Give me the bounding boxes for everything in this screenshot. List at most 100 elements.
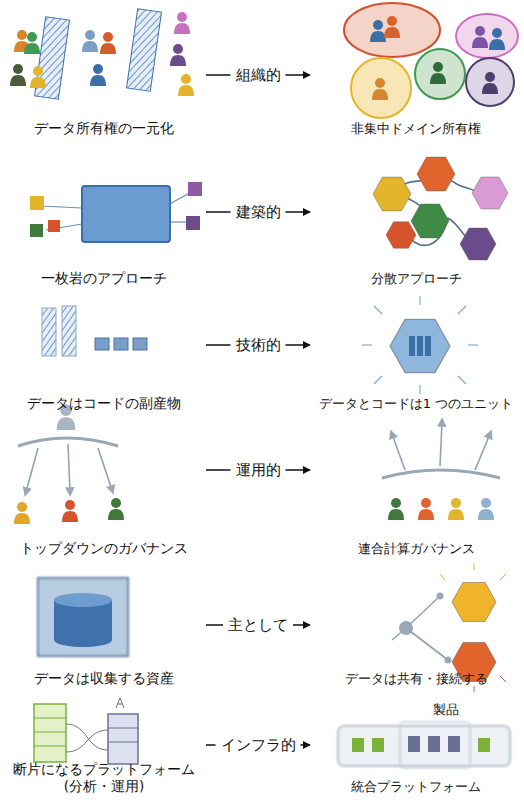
art-stroke [54, 593, 112, 607]
concept-panel: データとコードは1 つのユニット [312, 295, 520, 415]
shift-label: 運用的 [231, 461, 286, 479]
art-stroke [456, 14, 518, 58]
art-stroke [372, 78, 388, 100]
concept-panel: データはコードの副産物 [4, 295, 204, 415]
art-stroke [388, 498, 404, 520]
art-stroke [54, 633, 112, 647]
product-label: 製品 [431, 702, 461, 718]
art-stroke [409, 336, 415, 356]
art-stroke [419, 385, 420, 394]
concept-caption: データはコードの副産物 [27, 395, 181, 412]
fragmented-platform-art [34, 698, 138, 764]
art-stroke [108, 498, 124, 520]
art-stroke [411, 204, 449, 238]
art-stroke [62, 306, 76, 356]
art-stroke [384, 16, 400, 38]
art-stroke [468, 344, 478, 345]
art-stroke [352, 738, 364, 752]
art-stroke [472, 177, 508, 209]
art-stroke [440, 422, 442, 466]
distributed-art [373, 157, 508, 260]
art-stroke [373, 177, 411, 211]
concept-caption: 非集中ドメイン所有権 [351, 121, 481, 137]
art-stroke [408, 736, 420, 752]
art-stroke [40, 206, 82, 208]
art-stroke [466, 58, 514, 106]
art-stroke [440, 563, 506, 580]
by-product-art [42, 306, 147, 356]
art-stroke [475, 434, 490, 470]
art-stroke [406, 596, 440, 628]
art-stroke [478, 738, 490, 752]
art-stroke [133, 338, 147, 350]
art-stroke [108, 714, 138, 764]
art-stroke [458, 376, 466, 384]
art-stroke [430, 62, 446, 84]
art-stroke [26, 444, 112, 492]
art-stroke [98, 448, 112, 490]
art-stroke [392, 422, 490, 470]
art-stroke [428, 736, 440, 752]
art-stroke [34, 746, 66, 747]
art-stroke [448, 498, 464, 520]
domain-ownership-art [344, 3, 518, 118]
art-stroke [30, 66, 46, 88]
art-stroke [14, 502, 30, 524]
concept-caption: 統合プラットフォーム [351, 779, 481, 795]
art-stroke [500, 676, 506, 682]
art-stroke [489, 28, 505, 50]
art-stroke [392, 596, 448, 660]
art-stroke [34, 732, 66, 733]
art-stroke [448, 736, 460, 752]
concept-caption: 断片になるプラットフォーム (分析・運用) [6, 761, 202, 795]
shift-label: 主として [223, 616, 293, 634]
art-stroke [170, 44, 186, 66]
unit-art [362, 296, 478, 394]
concept-panel: データは共有・接続する [312, 566, 520, 690]
art-stroke [174, 12, 190, 34]
shift-label: 組織的 [231, 66, 286, 84]
concept-panel: 一枚岩のアプローチ [4, 150, 204, 290]
concept-panel: 断片になるプラットフォーム (分析・運用) [4, 694, 204, 798]
art-stroke [30, 196, 44, 210]
art-stroke [26, 448, 38, 492]
art-stroke [458, 306, 466, 314]
art-stroke [452, 582, 496, 621]
art-stroke [472, 26, 488, 48]
art-stroke [188, 182, 202, 196]
art-stroke [418, 498, 434, 520]
art-stroke [10, 64, 26, 86]
art-stroke [108, 728, 138, 729]
concept-panel: 非集中ドメイン所有権 [312, 0, 520, 140]
concept-caption: トップダウンのガバナンス [20, 540, 188, 557]
art-stroke [419, 296, 420, 305]
art-stroke [445, 657, 452, 664]
art-stroke [382, 470, 500, 478]
art-stroke [415, 49, 465, 99]
concept-caption: データは共有・接続する [345, 671, 488, 687]
concept-panel: 分散アプローチ [312, 150, 520, 290]
concept-caption: 連合計算ガバナンス [358, 541, 475, 557]
art-stroke [38, 578, 128, 656]
shift-label: インフラ的 [216, 736, 301, 754]
art-stroke [116, 698, 124, 708]
integrated-platform-art [338, 722, 510, 768]
art-stroke [127, 9, 162, 92]
art-stroke [406, 628, 448, 660]
art-stroke [114, 338, 128, 350]
art-stroke [30, 224, 43, 237]
concept-caption: データ所有権の一元化 [34, 120, 174, 137]
art-stroke [344, 3, 440, 57]
art-stroke [417, 336, 423, 356]
art-stroke [374, 376, 382, 384]
art-stroke [386, 222, 416, 249]
concept-caption: データとコードは1 つのユニット [319, 396, 513, 412]
art-stroke [90, 64, 106, 86]
asset-art [38, 578, 128, 656]
concept-panel: 連合計算ガバナンス [312, 418, 520, 560]
art-stroke [48, 220, 60, 232]
concept-panel: トップダウンのガバナンス [4, 418, 204, 560]
concept-panel: 統合プラットフォーム [312, 694, 520, 798]
art-stroke [440, 574, 445, 580]
